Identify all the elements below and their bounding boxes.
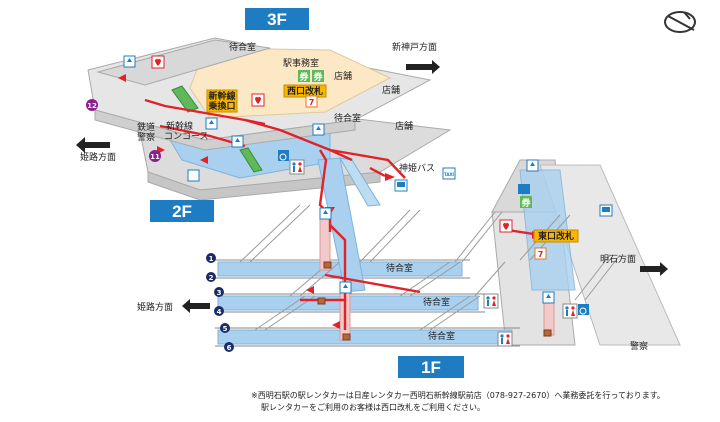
- label-waiting-p34: 待合室: [423, 296, 450, 308]
- floor-tag-3f: 3F: [245, 8, 309, 30]
- svg-text:券: 券: [520, 197, 531, 209]
- svg-text:4: 4: [217, 308, 222, 316]
- ticket-badge-east-icon: 券: [520, 196, 532, 209]
- label-waiting-p56: 待合室: [428, 330, 455, 342]
- toilet-icon: [289, 159, 578, 347]
- label-shop-b: 店舗: [382, 84, 400, 96]
- svg-text:11: 11: [150, 153, 160, 161]
- svg-text:1: 1: [209, 255, 214, 263]
- label-police-2: 警察: [137, 131, 155, 143]
- floor-tag-1f: 1F: [398, 356, 464, 378]
- akashi-arrow-icon: [640, 262, 668, 276]
- svg-text:7: 7: [538, 250, 544, 259]
- label-waiting-p12: 待合室: [386, 262, 413, 274]
- label-concourse-1: 新幹線: [166, 120, 193, 132]
- svg-text:6: 6: [227, 344, 232, 352]
- label-himeji-upper: 姫路方面: [80, 151, 116, 163]
- svg-text:3F: 3F: [267, 10, 287, 29]
- locker-icon: [317, 261, 552, 341]
- taxi-icon: TAXI: [442, 167, 456, 180]
- label-akashi: 明石方面: [600, 253, 636, 265]
- label-waiting-2f: 待合室: [334, 112, 361, 124]
- svg-text:乗換口: 乗換口: [208, 100, 235, 112]
- svg-text:TAXI: TAXI: [444, 172, 455, 177]
- label-himeji-lower: 姫路方面: [137, 301, 173, 313]
- platform-5-6: [217, 329, 513, 345]
- platform-number-2: 2: [206, 272, 216, 282]
- svg-text:券: 券: [298, 71, 309, 83]
- platform-number-4: 4: [214, 306, 224, 316]
- compass-icon: [664, 11, 696, 33]
- label-concourse-2: コンコース: [164, 132, 209, 142]
- svg-text:西口改札: 西口改札: [287, 85, 323, 97]
- aed-icon: [151, 55, 513, 233]
- label-shop-a: 店舗: [334, 70, 352, 82]
- svg-text:7: 7: [309, 98, 315, 107]
- platform-number-1: 1: [206, 253, 216, 263]
- platform-number-6: 6: [224, 342, 234, 352]
- svg-text:2: 2: [209, 274, 214, 282]
- svg-text:3: 3: [217, 289, 222, 297]
- label-police-1: 鉄道: [137, 121, 155, 133]
- svg-text:1F: 1F: [421, 358, 441, 377]
- platform-number-12: 12: [86, 99, 98, 111]
- svg-text:券: 券: [312, 71, 323, 83]
- footnote-line-2: 駅レンタカーをご利用のお客様は西口改札をご利用ください。: [261, 403, 485, 412]
- platform-number-5: 5: [220, 323, 230, 333]
- svg-text:2F: 2F: [172, 202, 192, 221]
- label-shin-kobe: 新神戸方面: [392, 41, 437, 53]
- svg-text:5: 5: [223, 325, 228, 333]
- shin-kobe-arrow-icon: [406, 60, 440, 74]
- label-office: 駅事務室: [283, 57, 319, 69]
- transfer-gate-badge: 新幹線 乗換口: [206, 89, 238, 113]
- himeji-lower-arrow-icon: [182, 299, 210, 313]
- bus-icon: [394, 179, 613, 217]
- convenience-store-icon: 7 7: [305, 95, 547, 260]
- himeji-upper-arrow-icon: [76, 137, 110, 153]
- label-waiting-3f: 待合室: [229, 41, 256, 53]
- svg-text:新幹線: 新幹線: [208, 90, 235, 102]
- floor-3f: [87, 37, 432, 151]
- label-shop-c: 店舗: [395, 120, 413, 132]
- label-police-1f: 警察: [630, 340, 648, 352]
- elevator-icon-arrows: [127, 58, 551, 298]
- escalators: [171, 85, 263, 173]
- west-gate-badge: 西口改札: [283, 84, 327, 98]
- wheelchair-icon: [278, 150, 589, 315]
- platform-number-11: 11: [149, 150, 161, 162]
- floor-tag-2f: 2F: [150, 200, 214, 222]
- ticket-badge-icon: 券 券: [298, 70, 324, 83]
- info-icon: [187, 169, 530, 194]
- footnote-line-1: ※西明石駅の駅レンタカーは日産レンタカー西明石新幹線駅前店（078-927-26…: [251, 391, 665, 400]
- east-gate-badge: 東口改札: [533, 229, 579, 243]
- svg-text:12: 12: [87, 102, 97, 110]
- platform-number-3: 3: [214, 287, 224, 297]
- label-shinki-bus: 神姫バス: [399, 162, 435, 174]
- svg-text:東口改札: 東口改札: [538, 230, 574, 242]
